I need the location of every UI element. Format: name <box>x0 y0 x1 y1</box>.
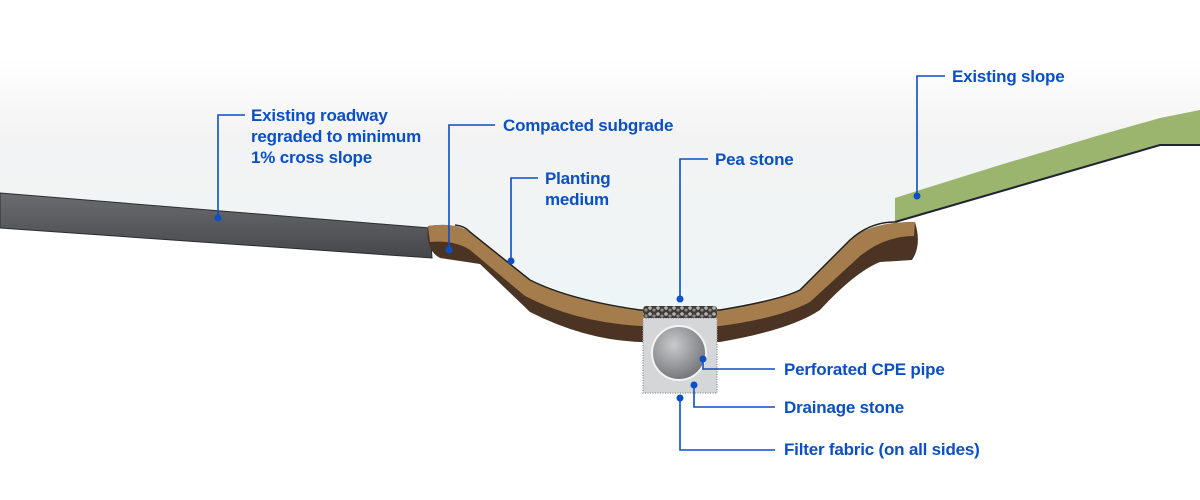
dot-subgrade <box>445 246 453 254</box>
label-perforated-pipe: Perforated CPE pipe <box>784 360 945 379</box>
leader-slope <box>916 75 945 196</box>
leader-lines <box>217 75 945 451</box>
dot-roadway <box>214 214 222 222</box>
slope-surface-line <box>894 144 1200 223</box>
leader-drainage <box>693 385 775 408</box>
dot-drainage <box>690 381 698 389</box>
dot-fabric <box>676 394 684 402</box>
leader-fabric <box>679 398 775 451</box>
dot-slope <box>913 192 921 200</box>
label-filter-fabric: Filter fabric (on all sides) <box>784 440 980 459</box>
dot-pipe <box>699 355 707 363</box>
label-drainage-stone: Drainage stone <box>784 398 905 417</box>
label-pea-stone: Pea stone <box>715 150 794 169</box>
label-existing-slope: Existing slope <box>952 67 1065 86</box>
label-existing-roadway: Existing roadway regraded to minimum 1% … <box>251 106 422 167</box>
perforated-pipe <box>651 325 707 381</box>
dot-pea-stone <box>676 295 684 303</box>
compacted-subgrade <box>427 222 918 342</box>
existing-slope-grass <box>895 110 1200 222</box>
pea-stone <box>643 306 717 318</box>
leader-dots <box>214 192 921 402</box>
label-compacted-subgrade: Compacted subgrade <box>503 116 674 135</box>
leader-subgrade <box>448 124 495 250</box>
planting-medium <box>428 222 915 326</box>
leader-pea-stone <box>679 158 708 299</box>
leader-roadway <box>217 114 245 218</box>
ground-surface-line <box>454 221 896 311</box>
dot-planting <box>507 257 515 265</box>
label-planting-medium: Planting medium <box>545 169 611 209</box>
sky-background <box>0 60 1200 310</box>
roadway <box>0 192 433 259</box>
leader-planting <box>510 177 538 261</box>
